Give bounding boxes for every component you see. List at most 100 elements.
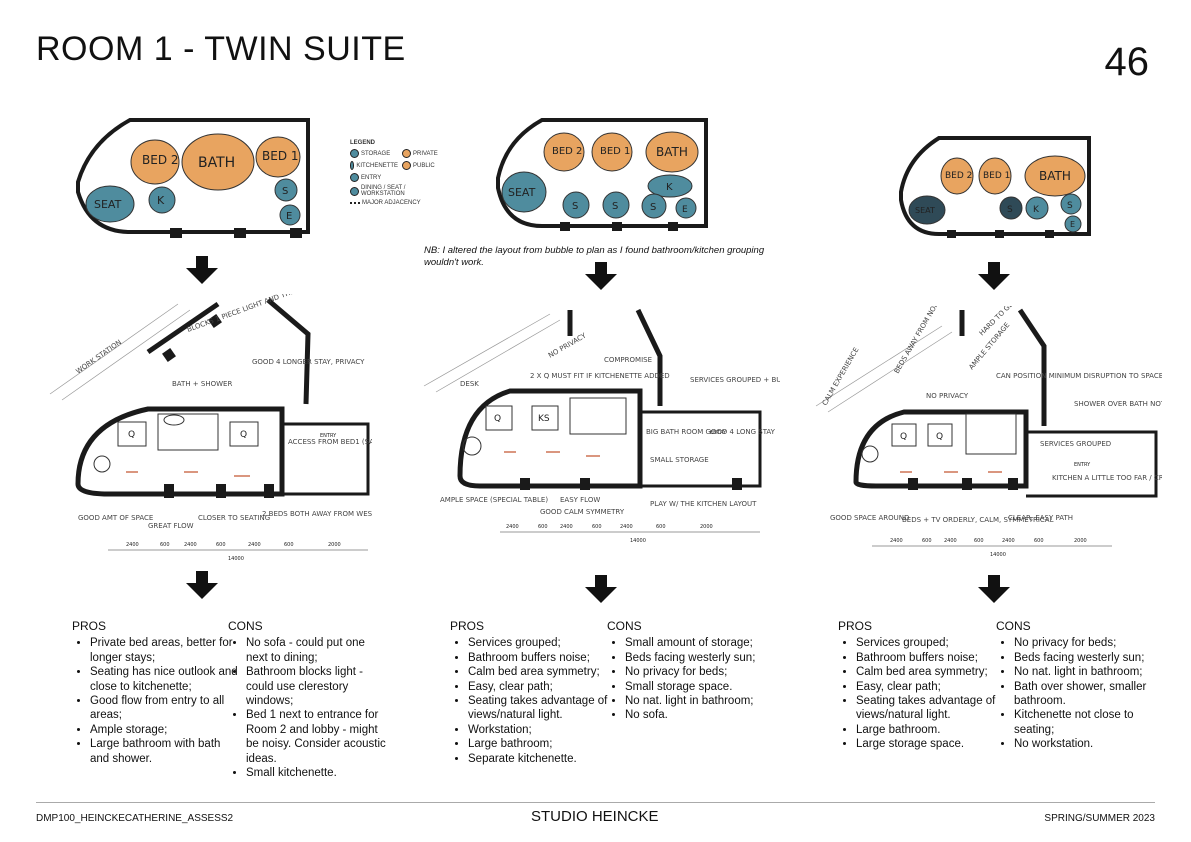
dim: 600 (592, 524, 602, 530)
plan-note: KITCHEN A LITTLE TOO FAR / CRAMPED (1052, 474, 1162, 482)
dim-total: 14000 (630, 538, 646, 544)
pro-item: Large bathroom. (856, 723, 998, 737)
plan-note: GOOD CALM SYMMETRY (540, 508, 625, 516)
plan-note: GOOD SPACE AROUND (830, 514, 909, 522)
bubble-s (602, 191, 630, 219)
plan-note: ACCESS FROM BED1 (SAFE / CRAMPED) (288, 438, 372, 446)
bubble-bed1 (591, 132, 633, 172)
window-block (208, 314, 222, 328)
dim: 2000 (1074, 538, 1087, 544)
window-block (234, 228, 246, 238)
footer-term: SPRING/SUMMER 2023 (1044, 813, 1155, 824)
entry-label: ENTRY (320, 433, 337, 439)
plan-note: AMPLE SPACE (SPECIAL TABLE) (440, 496, 548, 504)
seat-label: SEAT (915, 206, 935, 215)
dim: 600 (538, 524, 548, 530)
bubble-k (1025, 196, 1049, 220)
window-block (732, 478, 742, 490)
dim: 2400 (944, 538, 957, 544)
dim-total: 14000 (990, 552, 1006, 558)
table (861, 445, 879, 463)
legend: LEGEND STORAGE PRIVATE KITCHENETTE PUBLI… (350, 140, 455, 209)
pro-item: Seating takes advantage of views/natural… (468, 694, 610, 723)
s-label: S (1007, 205, 1013, 215)
bed-q (891, 423, 917, 447)
legend-item: PRIVATE (413, 150, 438, 157)
pro-item: Bathroom buffers noise; (856, 651, 998, 665)
diagram-outline (899, 136, 1091, 236)
window-block (164, 484, 174, 498)
plan-note: CALM EXPERIENCE (821, 346, 861, 407)
con-item: Bed 1 next to entrance for Room 2 and lo… (246, 708, 388, 766)
floor-plan-1: Q Q ENTRY WORK STATION BLOCKS 1 PIECE LI… (38, 294, 372, 566)
window-block (520, 478, 530, 490)
e-label: E (682, 205, 688, 215)
window-block (216, 484, 226, 498)
plan-note: CLOSER TO SEATING (198, 514, 270, 522)
bubble-bath (1024, 155, 1086, 197)
cons-heading: CONS (228, 619, 263, 633)
pro-item: Large bathroom; (468, 737, 610, 751)
bubble-bed1 (978, 157, 1012, 195)
con-item: No sofa. (625, 708, 777, 722)
con-item: Small amount of storage; (625, 636, 777, 650)
plan-note: CAN POSITION MINIMUM DISRUPTION TO SPACE… (996, 372, 1162, 380)
plan-note: 2 X Q MUST FIT IF KITCHENETTE ADDED (530, 372, 670, 380)
footer-course-code: DMP100_HEINCKECATHERINE_ASSESS2 (36, 813, 234, 824)
pro-item: Private bed areas, better for longer sta… (90, 636, 240, 665)
con-item: No workstation. (1014, 737, 1156, 751)
cons-list-3: CONS No privacy for beds; Beds facing we… (996, 619, 1156, 752)
con-item: Bath over shower, smaller bathroom. (1014, 680, 1156, 709)
legend-title: LEGEND (350, 140, 376, 146)
private-swatch-icon (402, 149, 411, 158)
cons-list-2: CONS Small amount of storage; Beds facin… (607, 619, 777, 723)
pro-item: Ample storage; (90, 723, 240, 737)
plan-note: BATH + SHOWER (172, 380, 232, 388)
bed-ks (531, 405, 559, 431)
bed2-label: BED 2 (552, 146, 582, 157)
pros-list-2: PROS Services grouped; Bathroom buffers … (450, 619, 610, 766)
pro-item: Separate kitchenette. (468, 752, 610, 766)
footer-divider (36, 802, 1155, 803)
dim: 600 (974, 538, 984, 544)
dim: 600 (1034, 538, 1044, 544)
pros-list-1: PROS Private bed areas, better for longe… (72, 619, 240, 766)
con-item: No privacy for beds; (1014, 636, 1156, 650)
public-swatch-icon (402, 161, 411, 170)
plan-note: DESK (460, 380, 479, 388)
s-label: S (1067, 201, 1073, 211)
bubble-s (641, 193, 667, 219)
entry-label: ENTRY (710, 430, 727, 436)
window-block (170, 228, 182, 238)
bed1-label: BED 1 (600, 146, 630, 157)
plan-note: COMPROMISE (604, 356, 652, 364)
k-label: K (666, 182, 673, 193)
seat-label: SEAT (94, 198, 122, 211)
bubble-seat (85, 185, 135, 223)
con-item: No nat. light in bathroom; (625, 694, 777, 708)
plan-note: BEDS + TV ORDERLY, CALM, SYMMETRICAL (902, 516, 1054, 524)
dim: 2400 (620, 524, 633, 530)
con-item: Small storage space. (625, 680, 777, 694)
pro-item: Large bathroom with bath and shower. (90, 737, 240, 766)
bubble-k (148, 186, 176, 214)
bubble-e (1064, 215, 1082, 233)
bed-label: Q (900, 432, 907, 442)
storage-swatch-icon (350, 149, 359, 158)
bed-label: KS (538, 414, 550, 424)
dim: 600 (216, 542, 226, 548)
layout-note: NB: I altered the layout from bubble to … (424, 245, 765, 268)
legend-item: MAJOR ADJACENCY (362, 200, 421, 206)
bed-q (229, 421, 259, 447)
pros-heading: PROS (72, 619, 107, 633)
dim: 2400 (184, 542, 197, 548)
k-label: K (157, 194, 165, 207)
legend-item: DINING / SEAT / WORKSTATION (360, 185, 406, 197)
entry-label: ENTRY (1074, 462, 1091, 468)
plan-walls (853, 308, 1047, 489)
bath-area (569, 397, 627, 435)
legend-item: ENTRY (361, 174, 382, 181)
bath-area (965, 413, 1017, 455)
dim: 600 (922, 538, 932, 544)
con-item: Kitchenette not close to seating; (1014, 708, 1156, 737)
